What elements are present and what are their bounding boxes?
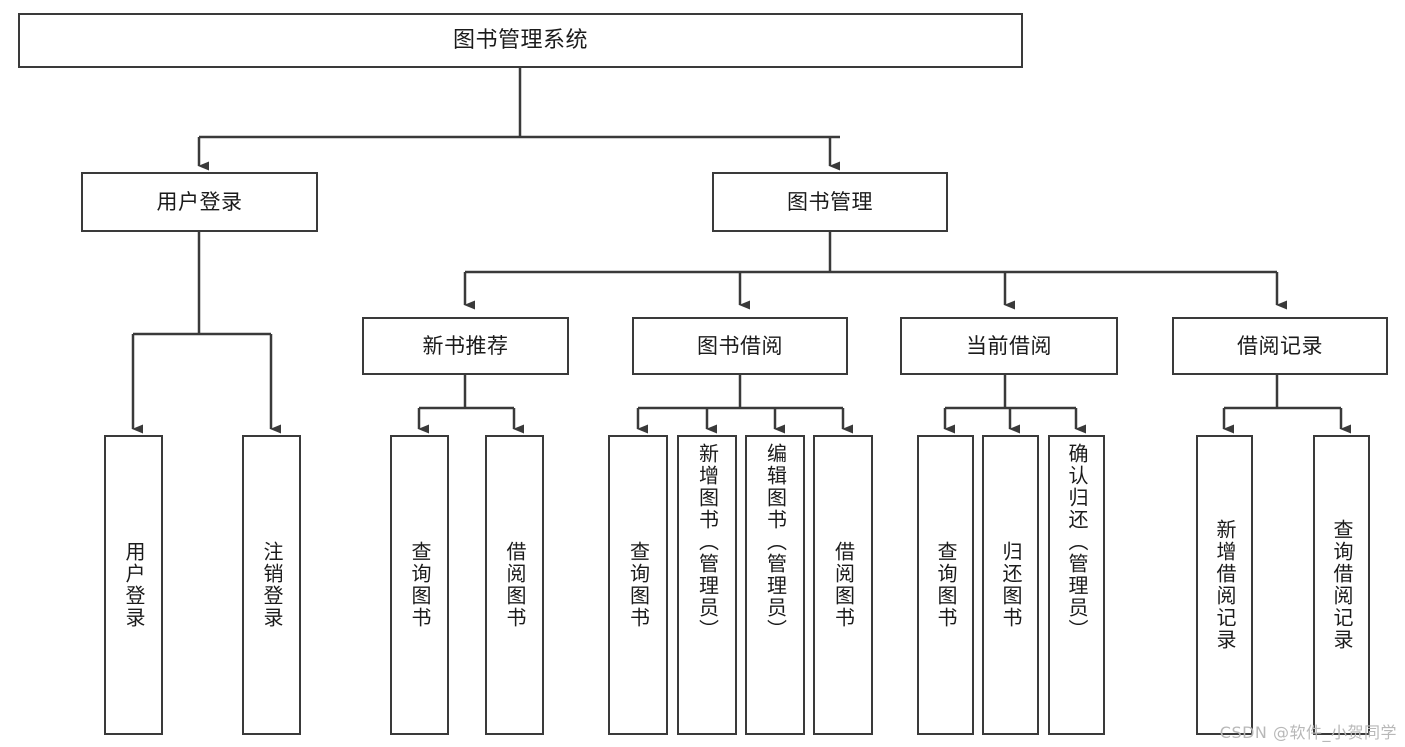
leaf-user-login[interactable]: 用户登录 — [104, 435, 163, 735]
leaf-query-book-3[interactable]: 查询图书 — [917, 435, 974, 735]
node-label: 查询图书 — [934, 541, 958, 629]
node-label: 注销登录 — [260, 541, 284, 629]
node-label: 当前借阅 — [966, 333, 1052, 358]
node-root-system[interactable]: 图书管理系统 — [18, 13, 1023, 68]
node-label: 查询图书 — [626, 541, 651, 629]
leaf-borrow-book-2[interactable]: 借阅图书 — [813, 435, 873, 735]
leaf-edit-book[interactable]: 编辑图书（管理员） — [745, 435, 805, 735]
node-current-borrow[interactable]: 当前借阅 — [900, 317, 1118, 375]
node-label: 借阅图书 — [503, 541, 527, 629]
node-label: 编辑图书（管理员） — [763, 443, 788, 641]
node-new-book-recommend[interactable]: 新书推荐 — [362, 317, 569, 375]
watermark-text: CSDN @软件_小贺同学 — [1219, 723, 1397, 742]
leaf-confirm-return[interactable]: 确认归还（管理员） — [1048, 435, 1105, 735]
leaf-return-book[interactable]: 归还图书 — [982, 435, 1039, 735]
node-label: 新书推荐 — [422, 333, 509, 358]
node-book-manage[interactable]: 图书管理 — [712, 172, 948, 232]
leaf-query-book-1[interactable]: 查询图书 — [390, 435, 449, 735]
leaf-add-book[interactable]: 新增图书（管理员） — [677, 435, 737, 735]
node-label: 查询借阅记录 — [1330, 519, 1354, 651]
node-label: 新增借阅记录 — [1213, 519, 1237, 651]
node-label: 用户登录 — [122, 541, 146, 629]
leaf-borrow-book-1[interactable]: 借阅图书 — [485, 435, 544, 735]
leaf-add-record[interactable]: 新增借阅记录 — [1196, 435, 1253, 735]
node-label: 借阅图书 — [831, 541, 856, 629]
node-label: 新增图书（管理员） — [695, 443, 720, 641]
node-book-borrow[interactable]: 图书借阅 — [632, 317, 848, 375]
node-label: 确认归还（管理员） — [1065, 443, 1089, 641]
node-label: 用户登录 — [156, 189, 243, 214]
node-label: 借阅记录 — [1237, 333, 1323, 358]
node-label: 图书管理系统 — [452, 27, 588, 53]
leaf-query-record[interactable]: 查询借阅记录 — [1313, 435, 1370, 735]
leaf-logout-login[interactable]: 注销登录 — [242, 435, 301, 735]
node-user-login[interactable]: 用户登录 — [81, 172, 318, 232]
node-label: 图书管理 — [787, 189, 873, 214]
node-label: 查询图书 — [408, 541, 432, 629]
leaf-query-book-2[interactable]: 查询图书 — [608, 435, 668, 735]
node-label: 归还图书 — [999, 541, 1023, 629]
node-label: 图书借阅 — [697, 333, 783, 358]
node-borrow-record[interactable]: 借阅记录 — [1172, 317, 1388, 375]
